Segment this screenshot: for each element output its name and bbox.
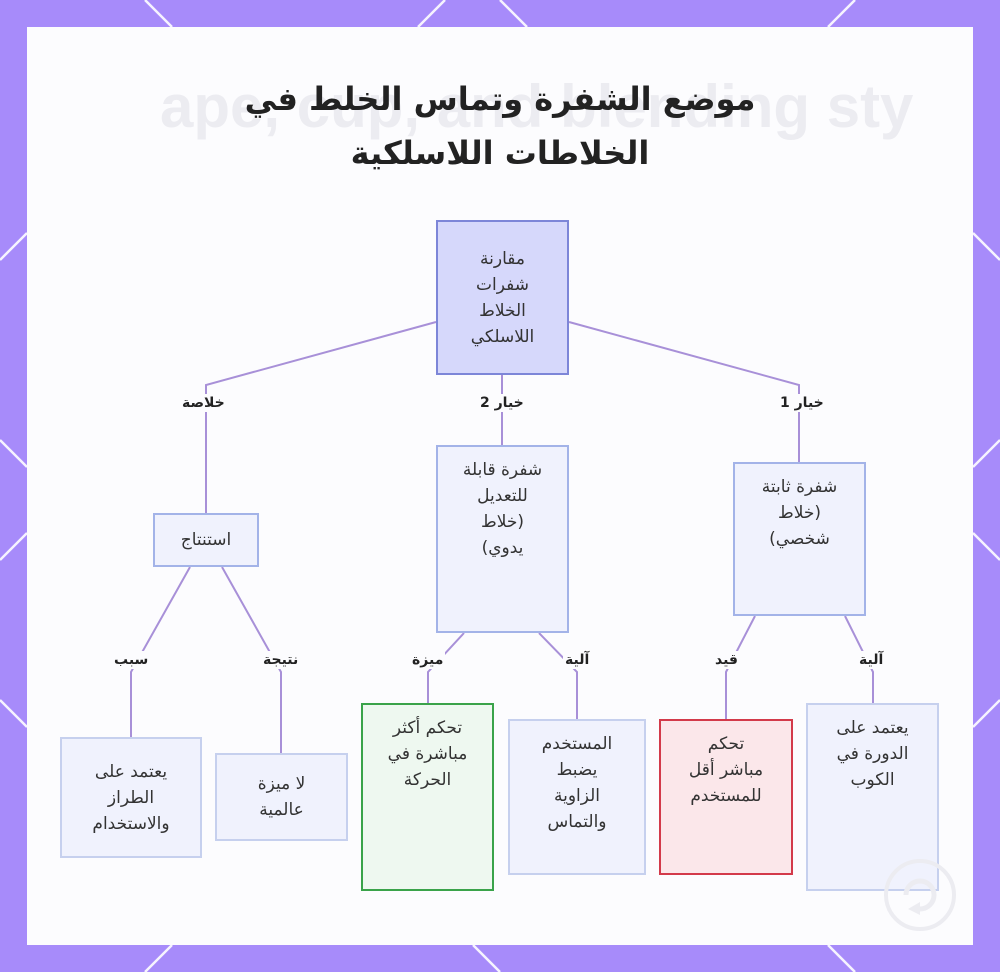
- adjustable-mechanism-node: المستخدم يضبط الزاوية والتماس: [508, 719, 646, 875]
- edge-label-mechanism2: آلية: [563, 651, 592, 669]
- edge-label-advantage: ميزة: [410, 651, 446, 669]
- diagram-title-line1: موضع الشفرة وتماس الخلط في: [244, 80, 756, 118]
- edge-fixed-mech: [844, 615, 874, 703]
- fixed-limitation-node: تحكم مباشر أقل للمستخدم: [659, 719, 793, 875]
- root-node: مقارنة شفرات الخلاط اللاسلكي: [436, 220, 569, 375]
- edge-conclusion-result: [221, 566, 282, 753]
- adjustable-advantage-node: تحكم أكثر مباشرة في الحركة: [361, 703, 494, 891]
- diagram-title-line2: الخلاطات اللاسلكية: [350, 134, 650, 172]
- watermark-text: ape, cup, and blending sty: [160, 73, 914, 140]
- fixed-mechanism-node: يعتمد على الدورة في الكوب: [806, 703, 939, 891]
- refresh-logo-icon: [884, 859, 956, 931]
- edge-label-reason: سبب: [112, 651, 151, 669]
- edge-label-option1: خيار 1: [778, 394, 826, 412]
- adjustable-blade-node: شفرة قابلة للتعديل (خلاط يدوي): [436, 445, 569, 633]
- edge-fixed-limit: [725, 615, 756, 719]
- result-node: لا ميزة عالمية: [215, 753, 348, 841]
- edge-label-result: نتيجة: [261, 651, 301, 669]
- edge-adj-mech: [538, 632, 578, 719]
- edge-label-limitation: قيد: [713, 651, 740, 669]
- edge-root-fixed: [568, 321, 800, 462]
- edge-label-mechanism: آلية: [857, 651, 886, 669]
- edge-adj-adv: [427, 632, 465, 703]
- fixed-blade-node: شفرة ثابتة (خلاط شخصي): [733, 462, 866, 616]
- edge-label-summary: خلاصة: [180, 394, 227, 412]
- conclusion-node: استنتاج: [153, 513, 259, 567]
- edge-label-option2: خيار 2: [478, 394, 526, 412]
- reason-node: يعتمد على الطراز والاستخدام: [60, 737, 202, 858]
- edge-root-conclusion: [205, 321, 437, 513]
- edge-conclusion-reason: [130, 566, 191, 737]
